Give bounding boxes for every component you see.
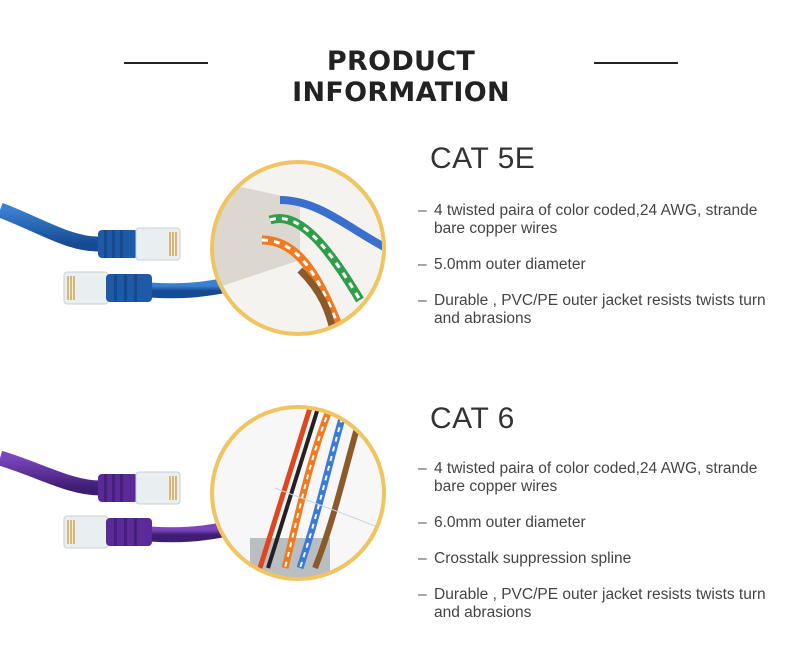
magnifier-ring-1 [210, 160, 386, 336]
product-title: CAT 5E [430, 142, 536, 175]
bullet-dash: – [418, 256, 427, 273]
rj45-plug-1 [135, 471, 181, 505]
rj45-plug-1 [135, 227, 181, 261]
product-cat6: CAT 6 –4 twisted paira of color coded,24… [0, 398, 800, 658]
cat5e-cable-illustration [0, 160, 386, 336]
cable-left-1 [0, 450, 101, 496]
bullet-dash: – [418, 586, 427, 603]
cat6-cable-illustration [0, 405, 386, 581]
feature-item: –4 twisted paira of color coded,24 AWG, … [418, 202, 758, 237]
product-cat5e: CAT 5E –4 twisted paira of color coded,2… [0, 140, 800, 360]
section-header: PRODUCT INFORMATION [0, 44, 800, 108]
magnifier-ring-2 [210, 405, 386, 581]
feature-item: –5.0mm outer diameter [418, 256, 586, 273]
header-rule-left [124, 62, 208, 64]
feature-item: –Crosstalk suppression spline [418, 550, 632, 567]
bullet-dash: – [418, 514, 427, 531]
cable-left-2 [149, 522, 224, 543]
feature-list: –4 twisted paira of color coded,24 AWG, … [418, 460, 778, 640]
boot-1 [98, 230, 138, 258]
bullet-dash: – [418, 292, 427, 309]
feature-item: –4 twisted paira of color coded,24 AWG, … [418, 460, 758, 495]
product-title: CAT 6 [430, 402, 515, 435]
page-title: PRODUCT INFORMATION [292, 46, 510, 108]
cable-left-1 [0, 202, 101, 252]
boot-2 [106, 274, 152, 302]
header-rule-right [594, 62, 678, 64]
feature-item: –6.0mm outer diameter [418, 514, 586, 531]
feature-list: –4 twisted paira of color coded,24 AWG, … [418, 202, 778, 346]
cable-left-2 [149, 278, 224, 299]
feature-item: –Durable , PVC/PE outer jacket resists t… [418, 586, 766, 621]
feature-item: –Durable , PVC/PE outer jacket resists t… [418, 292, 766, 327]
bullet-dash: – [418, 202, 427, 219]
bullet-dash: – [418, 550, 427, 567]
bullet-dash: – [418, 460, 427, 477]
boot-2 [106, 518, 152, 546]
boot-1 [98, 474, 138, 502]
